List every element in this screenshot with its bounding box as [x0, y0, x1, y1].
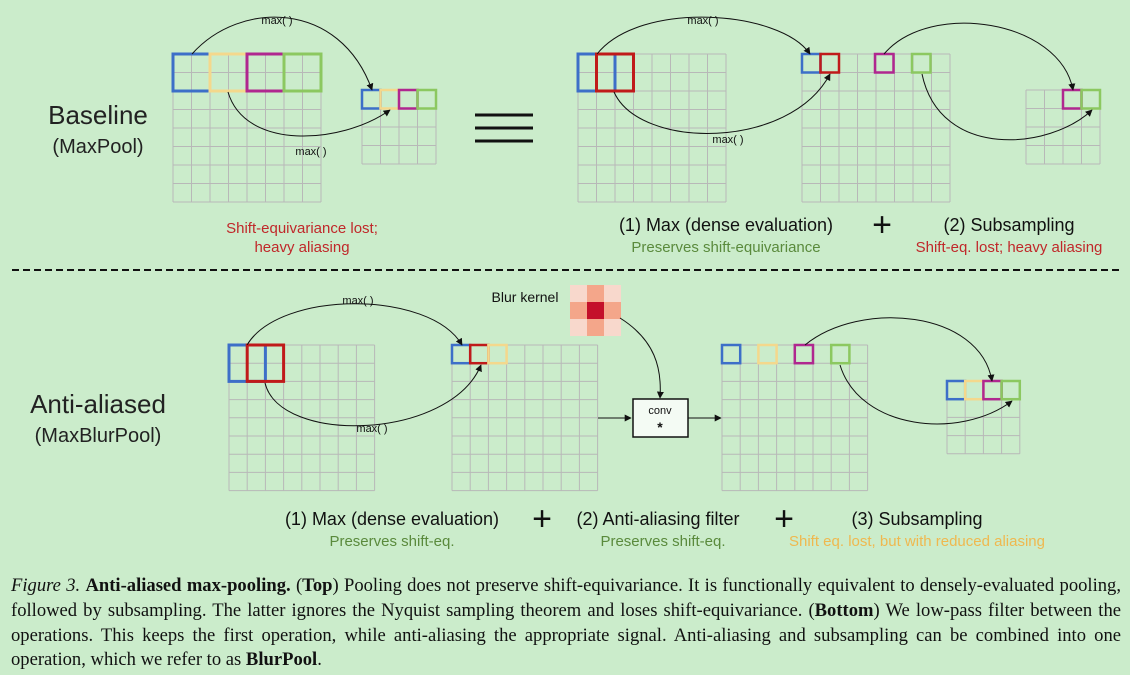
- bottom-blur-magenta: [793, 343, 815, 365]
- bottom-max-arrow-bottom: [264, 364, 482, 427]
- bottom-step3-label: (3) Subsampling: [851, 509, 982, 529]
- bottom-step2-note: Preserves shift-eq.: [600, 533, 725, 550]
- figure-caption: Figure 3. Anti-aliased max-pooling. (Top…: [11, 575, 1121, 671]
- output-yellow: [379, 88, 401, 110]
- subsampled-magenta: [1061, 88, 1083, 110]
- figure-diagram: Baseline (MaxPool) max( ) max( ) max( ) …: [12, 15, 1122, 550]
- subsample-arrow-bottom: [921, 73, 1093, 141]
- kernel-cell: [587, 302, 604, 319]
- bottom-step1-note: Preserves shift-eq.: [329, 533, 454, 550]
- top-step2-label: (2) Subsampling: [943, 215, 1074, 235]
- bottom-max-label-top: max( ): [342, 295, 373, 307]
- antialiased-title: Anti-aliased: [30, 389, 166, 419]
- conv-label: conv: [648, 405, 672, 417]
- bottom-sub-yellow: [963, 379, 985, 401]
- output-magenta: [397, 88, 419, 110]
- dense-window-red: [595, 52, 635, 93]
- dense-max-arrow-top: [596, 16, 811, 55]
- dense-output-grid: [801, 53, 951, 203]
- bottom-blur-yellow: [757, 343, 778, 365]
- kernel-cell: [587, 285, 604, 302]
- bottom-subsample-arrow-bottom: [839, 364, 1013, 425]
- kernel-cell: [604, 319, 621, 336]
- bottom-max-red: [468, 343, 490, 365]
- bottom-window-red: [245, 343, 286, 383]
- baseline-max-arrow-top: [191, 16, 374, 91]
- kernel-cell: [604, 302, 621, 319]
- baseline-max-arrow-bottom: [227, 91, 391, 137]
- caption-text-2: We low-pass filter between the operation…: [11, 599, 1121, 671]
- dense-output-green: [910, 52, 932, 74]
- kernel-to-conv-arrow: [619, 317, 664, 399]
- blur-kernel-label: Blur kernel: [492, 289, 559, 305]
- subsample-arrow-top: [883, 22, 1076, 91]
- baseline-max-label-top: max( ): [261, 15, 292, 27]
- dense-output-red: [819, 52, 841, 74]
- caption-title: Anti-aliased max-pooling.: [85, 575, 291, 596]
- bottom-max-blue: [450, 343, 472, 365]
- conv-symbol: *: [657, 419, 663, 435]
- caption-bottom-tag: Bottom: [814, 599, 874, 621]
- output-green: [416, 88, 438, 110]
- baseline-max-label-bottom: max( ): [295, 146, 326, 158]
- bottom-sub-magenta: [982, 379, 1003, 401]
- kernel-cell: [570, 285, 587, 302]
- kernel-cell: [604, 285, 621, 302]
- dense-max-label-top: max( ): [687, 15, 718, 27]
- bottom-max-yellow: [487, 343, 508, 365]
- bottom-sub-blue: [945, 379, 967, 401]
- baseline-title: Baseline: [48, 100, 148, 130]
- dense-input-grid: [577, 53, 727, 203]
- equivalence-symbol: [475, 113, 533, 143]
- bottom-blur-blue: [720, 343, 742, 365]
- caption-end: .: [317, 649, 322, 671]
- kernel-cell: [570, 319, 587, 336]
- bottom-max-grid: [451, 344, 599, 492]
- top-step1-note: Preserves shift-equivariance: [631, 239, 820, 256]
- kernel-cell: [587, 319, 604, 336]
- baseline-note-line1: Shift-equivariance lost;: [226, 220, 378, 237]
- bottom-max-label-bottom: max( ): [356, 423, 387, 435]
- top-plus: +: [872, 206, 892, 244]
- top-step2-note: Shift-eq. lost; heavy aliasing: [916, 239, 1103, 256]
- blur-kernel-heatmap: [570, 285, 621, 336]
- bottom-plus-2: +: [774, 500, 794, 538]
- bottom-subsample-arrow-top: [804, 317, 995, 382]
- bottom-blur-green: [829, 343, 851, 365]
- bottom-blurred-grid: [721, 344, 869, 492]
- dense-max-arrow-bottom: [613, 73, 831, 134]
- window-green: [282, 52, 323, 93]
- bottom-step2-label: (2) Anti-aliasing filter: [576, 509, 739, 529]
- conv-box: conv *: [632, 398, 689, 438]
- output-blue: [360, 88, 382, 110]
- caption-top-tag: Top: [302, 575, 333, 596]
- baseline-note-line2: heavy aliasing: [254, 239, 349, 256]
- caption-blurpool: BlurPool: [245, 649, 318, 671]
- dense-output-magenta: [873, 52, 895, 74]
- bottom-max-arrow-top: [246, 303, 463, 346]
- subsampled-green: [1080, 88, 1102, 110]
- baseline-subtitle: (MaxPool): [52, 136, 143, 158]
- caption-text-1: Pooling does not preserve shift-equivari…: [11, 575, 1121, 621]
- bottom-plus-1: +: [532, 500, 552, 538]
- kernel-cell: [570, 302, 587, 319]
- caption-figure-label: Figure 3.: [11, 575, 81, 596]
- bottom-step1-label: (1) Max (dense evaluation): [285, 509, 499, 529]
- bottom-sub-green: [1000, 379, 1022, 401]
- antialiased-subtitle: (MaxBlurPool): [35, 425, 162, 447]
- dense-output-blue: [800, 52, 822, 74]
- top-step1-label: (1) Max (dense evaluation): [619, 215, 833, 235]
- dense-max-label-bottom: max( ): [712, 134, 743, 146]
- bottom-step3-note: Shift eq. lost, but with reduced aliasin…: [789, 533, 1045, 550]
